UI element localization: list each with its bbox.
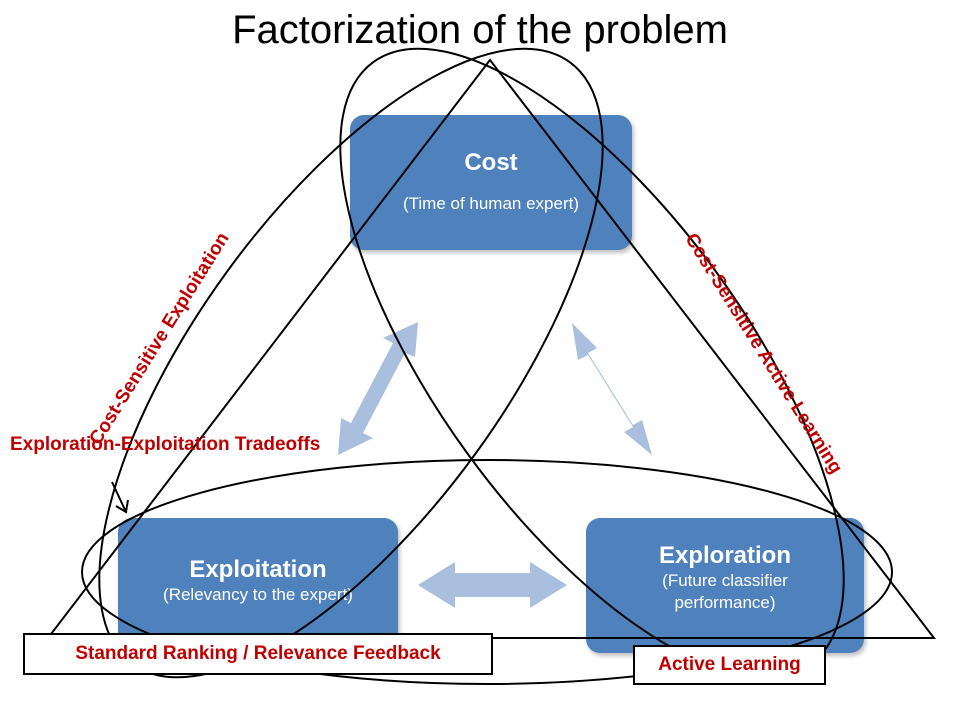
ellipse-left-cost-exploitation <box>98 47 604 679</box>
page-title: Factorization of the problem <box>232 8 728 52</box>
double-arrow-cost-exploration <box>572 323 652 455</box>
label-exploration-exploitation-tradeoffs: Exploration-Exploitation Tradeoffs <box>10 434 321 455</box>
exploration-heading: Exploration <box>658 542 791 569</box>
outer-triangle <box>45 58 937 639</box>
cost-subtitle: (Time of human expert) <box>402 194 580 213</box>
ellipse-bottom-exploration-exploitation <box>81 459 893 685</box>
exploration-subtitle-line2: performance) <box>674 593 776 612</box>
exploration-node: Exploration (Future classifier performan… <box>586 518 864 653</box>
exploitation-subtitle: (Relevancy to the expert) <box>163 585 353 604</box>
exploitation-node: Exploitation (Relevancy to the expert) <box>118 518 398 653</box>
ellipse-right-cost-exploration <box>339 47 845 679</box>
cost-heading: Cost <box>464 149 518 176</box>
pointer-arrow-head <box>115 499 129 514</box>
label-active-learning: Active Learning <box>633 645 826 685</box>
exploration-subtitle-line1: (Future classifier <box>662 571 788 590</box>
double-arrow-exploitation-exploration <box>418 562 567 608</box>
label-standard-ranking: Standard Ranking / Relevance Feedback <box>23 633 493 675</box>
double-arrow-cost-exploitation <box>338 322 418 455</box>
pointer-arrow-shaft <box>111 481 127 513</box>
exploitation-heading: Exploitation <box>189 556 327 583</box>
